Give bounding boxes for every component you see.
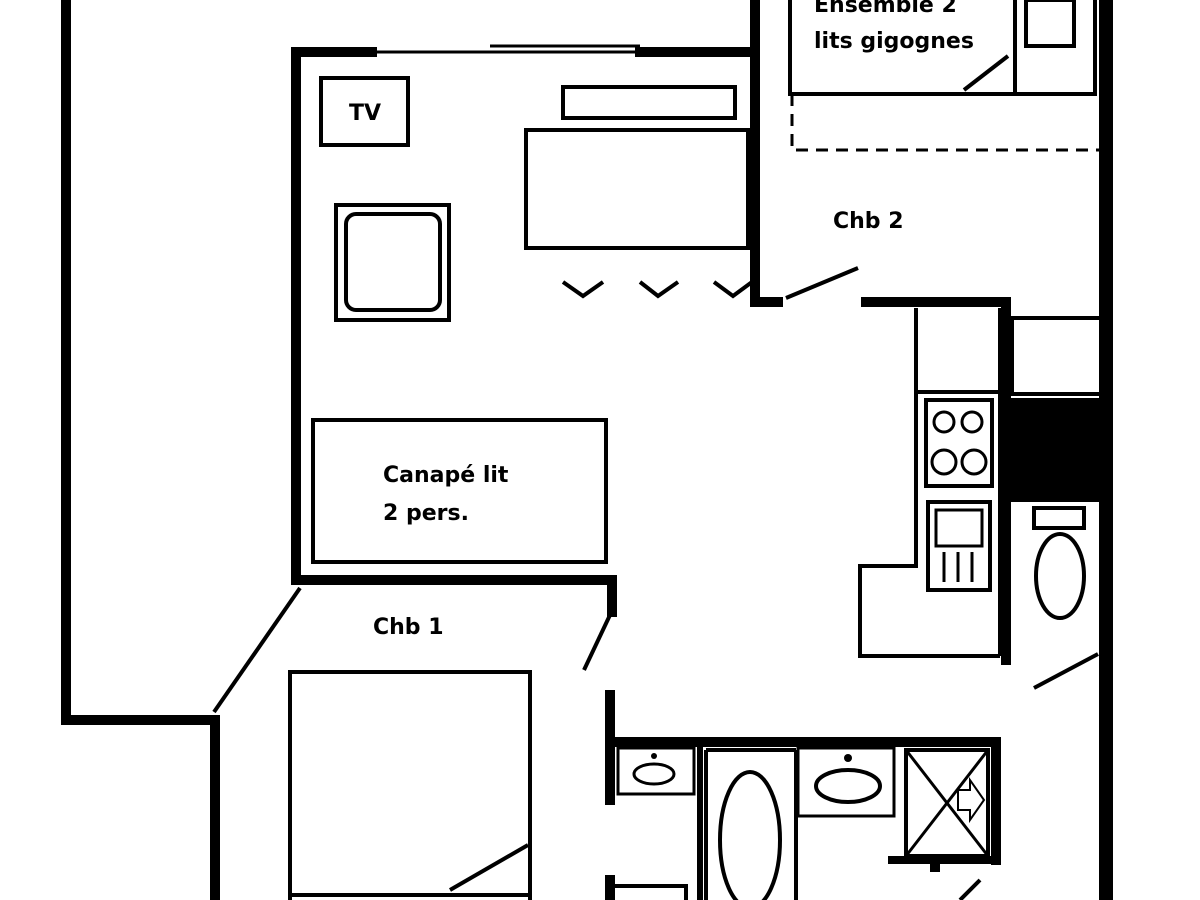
oven-icon [926, 500, 992, 592]
dining-table [524, 128, 750, 250]
door-bedroom2 [785, 266, 859, 300]
bedroom1-label: Chb 1 [373, 615, 444, 640]
sink-icon [616, 746, 696, 796]
fridge-box [1010, 316, 1104, 396]
outer-wall-left [61, 0, 220, 900]
closet-box [1024, 0, 1076, 48]
sofa-label-line2: 2 pers. [383, 501, 469, 526]
chairs [561, 280, 754, 299]
bunk-label-line1: Ensemble 2 [814, 0, 957, 18]
door-wc [1033, 652, 1099, 690]
double-bed [288, 670, 532, 900]
door-entry-bedroom1 [212, 586, 302, 714]
shower-icon [904, 748, 990, 858]
bathtub-icon [704, 748, 798, 900]
kitchen-counter [858, 308, 1104, 658]
bedroom2-label: Chb 2 [833, 209, 904, 234]
tv-label: TV [349, 101, 381, 126]
armchair-icon [334, 203, 451, 322]
wall-shelf [561, 85, 737, 120]
toilet-icon [1032, 506, 1086, 620]
tv-icon [319, 76, 410, 147]
door-bedroom1 [582, 614, 612, 671]
shaft [1010, 398, 1106, 502]
drain [930, 862, 940, 872]
door-bathroom [958, 878, 982, 900]
chair [712, 280, 754, 299]
door-bunk [962, 54, 1010, 92]
sofa-label-line1: Canapé lit [383, 463, 509, 488]
sink-icon [796, 746, 896, 818]
bunk-label-line2: lits gigognes [814, 29, 974, 54]
bunk-trundle-dashed [790, 94, 1100, 152]
doors [212, 54, 1099, 900]
stove-icon [924, 398, 994, 488]
chair [561, 280, 605, 299]
sofa-bed [311, 418, 608, 564]
walls [61, 0, 1113, 900]
closet-top [1013, 0, 1097, 96]
chair [638, 280, 680, 299]
